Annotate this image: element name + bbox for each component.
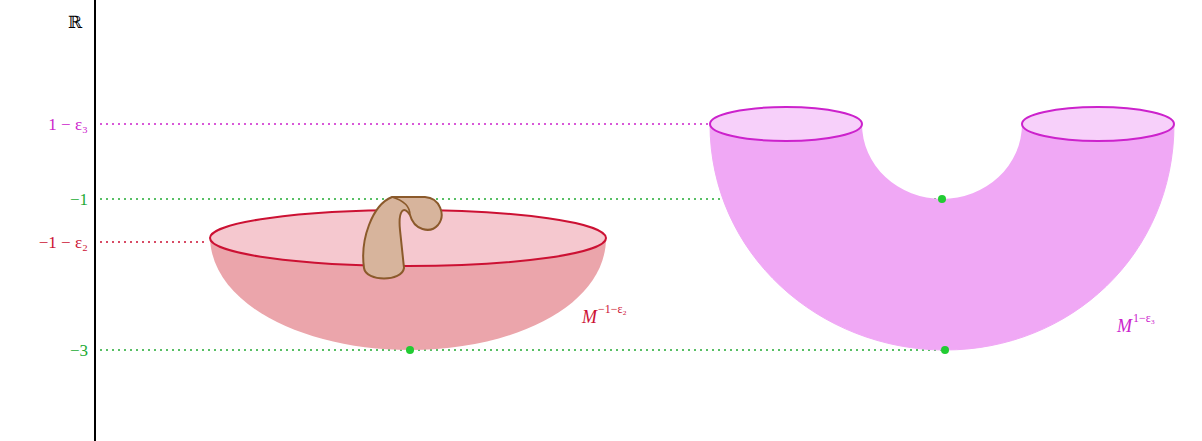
axis-name: ℝ: [68, 14, 82, 31]
critical-point: [938, 195, 946, 203]
level-line: [100, 123, 708, 125]
critical-point: [941, 346, 949, 354]
axis: [94, 0, 96, 441]
manifold-name: M: [1117, 317, 1132, 335]
u-rim: [710, 107, 862, 141]
level-value: 1 − ε₃: [48, 116, 88, 133]
u-outline: [710, 124, 1174, 350]
level-value: −1: [70, 191, 88, 208]
u-rim: [1022, 107, 1174, 141]
level-value: −1 − ε₂: [39, 234, 88, 251]
manifold-superscript: 1−ε₃: [1133, 312, 1155, 324]
handle-edge: [392, 197, 410, 215]
level-line: [100, 241, 208, 243]
level-line: [100, 349, 943, 351]
u-surface: [710, 124, 1174, 350]
level-value: −3: [70, 342, 88, 359]
bowl-rim: [210, 210, 606, 266]
handle: [363, 197, 441, 279]
manifold-superscript: −1−ε₂: [598, 303, 627, 315]
critical-point: [406, 346, 414, 354]
manifold-name: M: [582, 308, 597, 326]
